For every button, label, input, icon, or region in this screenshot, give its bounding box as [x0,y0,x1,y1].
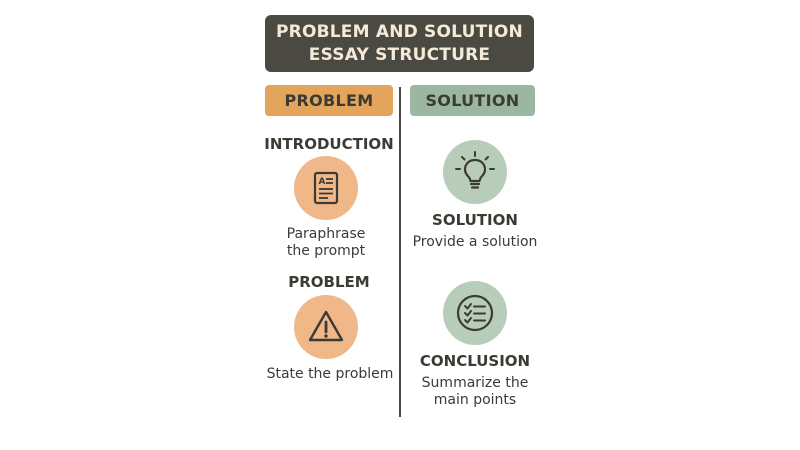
document-icon: A [313,171,339,205]
svg-text:A: A [319,177,326,187]
solution-column-header: SOLUTION [410,85,535,116]
conclusion-icon-circle [443,281,507,345]
problem-text: State the problem [266,366,394,382]
column-divider [399,87,401,417]
lightbulb-icon [455,151,495,189]
solution-text: Provide a solution [412,234,538,250]
solution-icon-circle [443,140,507,204]
introduction-text-line-1: Paraphrase [286,226,366,242]
problem-column-header: PROBLEM [265,85,393,116]
title-line-2: ESSAY STRUCTURE [308,44,491,65]
conclusion-text-line-1: Summarize the [421,375,529,391]
conclusion-heading: CONCLUSION [419,352,531,370]
conclusion-text-line-2: main points [433,392,517,408]
checklist-icon [456,294,494,332]
introduction-text-line-2: the prompt [286,243,366,259]
introduction-icon-circle: A [294,156,358,220]
problem-icon-circle [294,295,358,359]
problem-heading: PROBLEM [288,273,370,291]
introduction-heading: INTRODUCTION [264,135,394,153]
title-line-1: PROBLEM AND SOLUTION [276,21,523,42]
solution-heading: SOLUTION [432,211,518,229]
warning-icon [308,310,344,342]
title-banner: PROBLEM AND SOLUTION ESSAY STRUCTURE [265,15,534,72]
